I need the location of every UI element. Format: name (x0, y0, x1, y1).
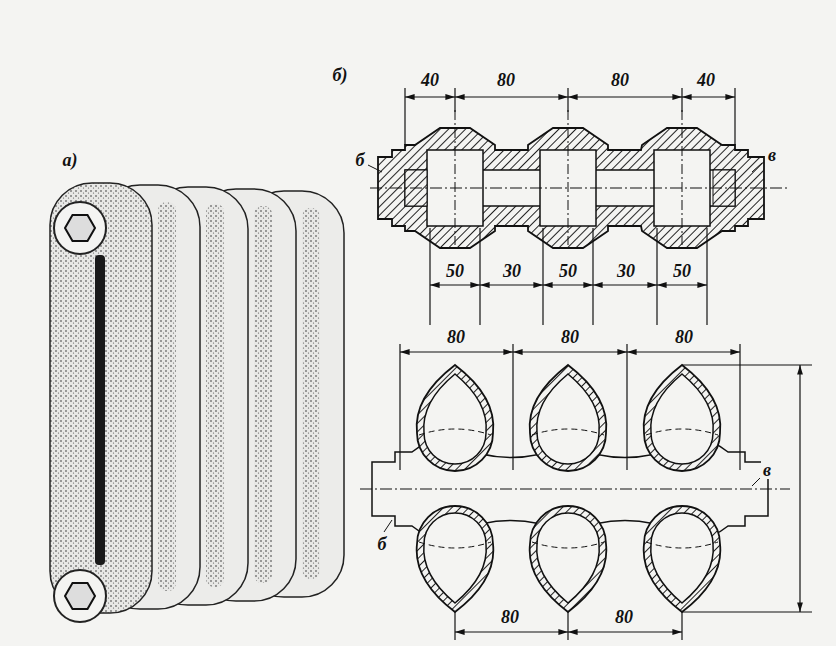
extension-line (567, 88, 568, 112)
extension-line (567, 612, 568, 640)
leader-line (752, 478, 760, 486)
dimension-line (543, 284, 593, 285)
tube-wall (530, 365, 607, 471)
dimension-line (799, 365, 800, 612)
dimension-value: 80 (613, 608, 635, 627)
dimension-value: 50 (557, 262, 579, 281)
hidden-line (646, 429, 718, 435)
plan-view (360, 365, 790, 612)
boss (54, 202, 106, 254)
callout-letter: в (761, 461, 773, 480)
center-line (370, 188, 790, 189)
extension-line (454, 88, 455, 112)
radiator-section (50, 183, 152, 613)
axis-line (568, 110, 569, 245)
extension-line (429, 228, 430, 325)
dimension-line (568, 96, 682, 97)
extension-line (706, 228, 707, 325)
tube-wall (417, 506, 494, 612)
dimension-line (430, 284, 480, 285)
view-label: а) (61, 151, 80, 170)
hidden-line (532, 542, 604, 548)
dimension-line (480, 284, 543, 285)
nut (65, 583, 95, 609)
radiator-figure (50, 183, 344, 622)
extension-line (626, 344, 627, 470)
leader-line (752, 163, 762, 172)
dimension-line (455, 96, 568, 97)
tube-inner (424, 513, 486, 603)
extension-line (454, 612, 455, 640)
tube-inner (537, 513, 599, 603)
tube-wall (644, 506, 721, 612)
dimension-value: 50 (671, 262, 693, 281)
extension-line (479, 228, 480, 325)
tube-wall (417, 365, 494, 471)
dimension-value: 80 (673, 328, 695, 347)
section-shading (302, 208, 320, 579)
axis-line (682, 110, 683, 245)
extension-line (656, 228, 657, 325)
extension-line (512, 344, 513, 470)
dimension-value: 80 (609, 71, 631, 90)
view-label: б) (331, 66, 350, 85)
extension-line (739, 344, 740, 470)
section-shading (206, 204, 224, 587)
dimension-value: 80 (499, 608, 521, 627)
dimension-line (513, 351, 627, 352)
axis-line (455, 110, 456, 245)
boss (54, 570, 106, 622)
nut (65, 215, 95, 241)
dimension-value: 30 (501, 262, 523, 281)
callout-letter: в (766, 146, 778, 165)
dimension-line (593, 284, 657, 285)
dimension-value: 40 (695, 71, 717, 90)
extension-line (682, 364, 812, 365)
tube-wall (644, 365, 721, 471)
section-view (368, 110, 790, 248)
dimension-lines (400, 88, 812, 640)
section-shading (158, 202, 176, 591)
dimension-line (627, 351, 740, 352)
extension-line (681, 88, 682, 112)
tube-wall (530, 506, 607, 612)
hidden-line (419, 542, 491, 548)
extension-line (399, 344, 400, 470)
dimension-line (682, 96, 735, 97)
callout-letter: б (376, 535, 389, 554)
dimension-line (568, 631, 682, 632)
dimension-value: 40 (419, 71, 441, 90)
dimension-value: 80 (445, 328, 467, 347)
center-line (360, 489, 790, 490)
section-shading (254, 206, 272, 583)
hidden-line (646, 542, 718, 548)
hidden-line (532, 429, 604, 435)
extension-line (682, 611, 812, 612)
dimension-line (455, 631, 568, 632)
dimension-value: 80 (495, 71, 517, 90)
dimension-line (405, 96, 455, 97)
extension-line (681, 612, 682, 640)
dimension-line (657, 284, 707, 285)
groove (95, 255, 105, 565)
leader-line (384, 520, 392, 532)
dimension-value: 80 (559, 328, 581, 347)
callout-letter: б (354, 151, 367, 170)
tube-inner (651, 513, 713, 603)
hidden-line (419, 429, 491, 435)
tube-inner (424, 374, 486, 464)
dimension-value: 50 (444, 262, 466, 281)
tube-inner (651, 374, 713, 464)
extension-line (592, 228, 593, 325)
dimension-value: 30 (615, 262, 637, 281)
tube-inner (537, 374, 599, 464)
dimension-line (400, 351, 513, 352)
leader-line (368, 165, 382, 172)
extension-line (542, 228, 543, 325)
